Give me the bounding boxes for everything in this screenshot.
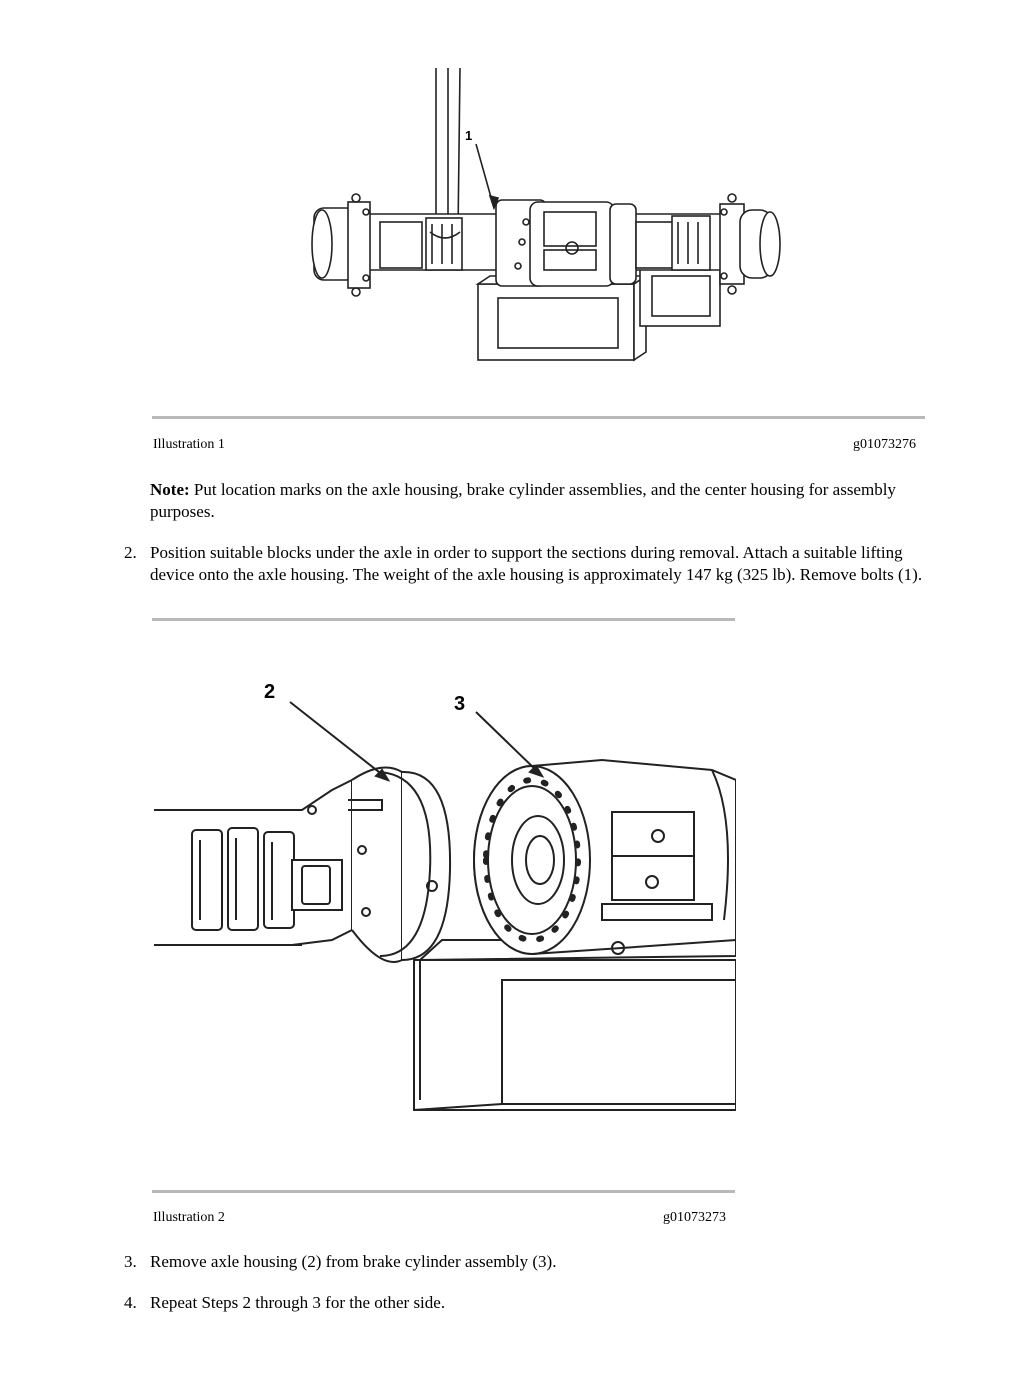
note-text: Put location marks on the axle housing, … [150, 480, 896, 521]
step-3-number: 3. [124, 1252, 137, 1271]
note-paragraph: Note: Put location marks on the axle hou… [150, 479, 920, 523]
illustration-1-rule [152, 416, 925, 419]
illustration-2-code: g01073273 [663, 1210, 726, 1225]
brake-cylinder-assembly [473, 758, 736, 955]
callout-3: 3 [454, 693, 465, 715]
illustration-1-code: g01073276 [853, 437, 916, 452]
callout-1: 1 [465, 128, 472, 143]
illustration-2-caption: Illustration 2 [153, 1210, 225, 1225]
illustration-2-top-rule [152, 618, 735, 621]
lifting-strap [435, 67, 461, 233]
illustration-1-caption: Illustration 1 [153, 437, 225, 452]
step-2-number: 2. [124, 543, 137, 562]
callout-2-leader [289, 701, 391, 782]
step-3-text: Remove axle housing (2) from brake cylin… [150, 1252, 557, 1271]
illustration-1: 1 [300, 62, 790, 372]
callout-3-leader [475, 711, 545, 778]
step-4-number: 4. [124, 1293, 137, 1312]
step-2-text: Position suitable blocks under the axle … [150, 543, 923, 584]
illustration-2-rule [152, 1190, 735, 1193]
note-label: Note: [150, 480, 190, 499]
support-block [413, 939, 736, 1111]
callout-2: 2 [264, 681, 275, 703]
axle-housing [154, 766, 452, 963]
callout-1-leader [475, 143, 500, 211]
axle-assembly [311, 193, 781, 297]
support-block-left [475, 274, 649, 362]
step-4-text: Repeat Steps 2 through 3 for the other s… [150, 1293, 446, 1312]
illustration-2: 2 3 [152, 660, 736, 1160]
